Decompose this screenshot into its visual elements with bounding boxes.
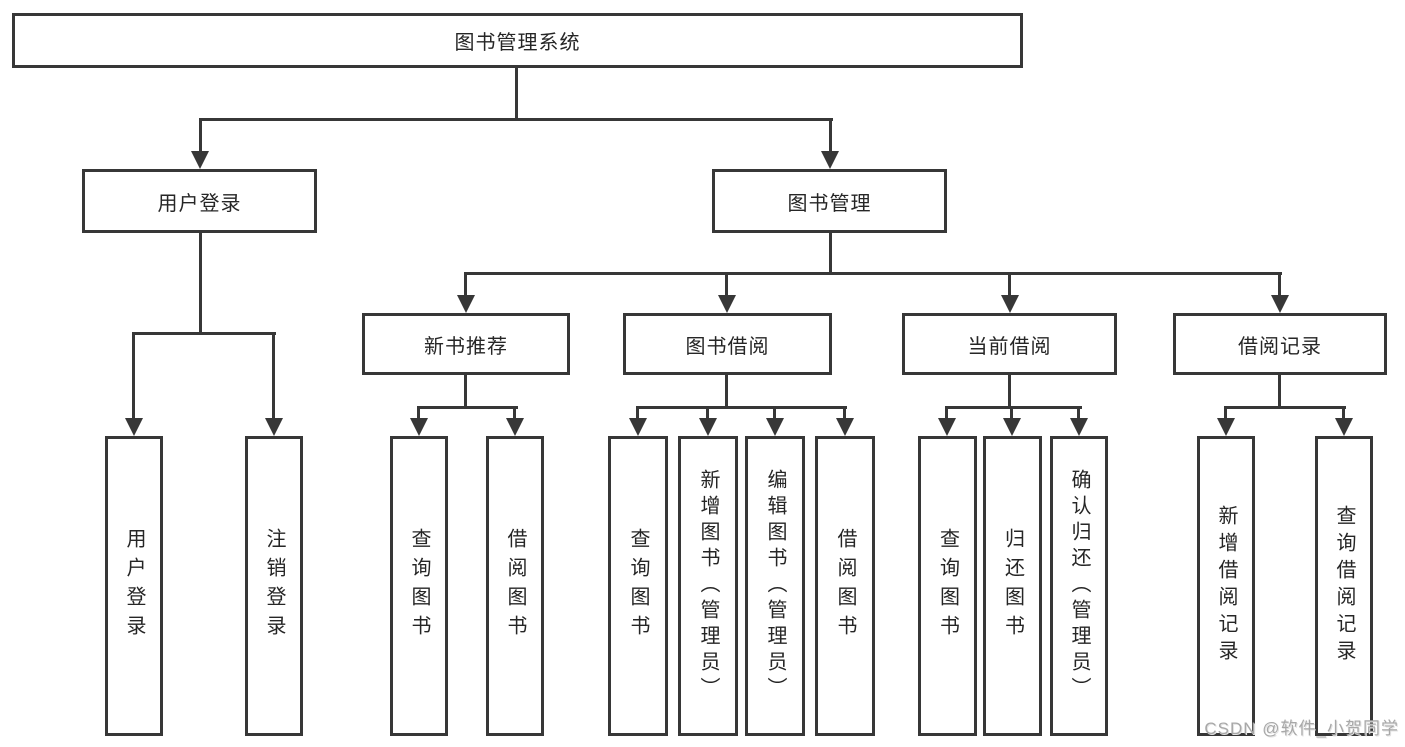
leaf-borrow-books-recommend: 借阅图书 (486, 436, 544, 736)
node-root: 图书管理系统 (12, 13, 1023, 68)
node-user-login-label: 用户登录 (157, 192, 242, 215)
node-new-book-recommend: 新书推荐 (362, 313, 570, 375)
node-current-borrowing-label: 当前借阅 (967, 335, 1052, 358)
leaf-add-book-admin: 新增图书（管理员） (678, 436, 738, 736)
arrow-down-icon (1070, 418, 1088, 436)
connector-line (1278, 272, 1281, 298)
connector-line (464, 272, 1282, 275)
connector-line (1008, 375, 1011, 409)
connector-line (945, 406, 948, 422)
arrow-down-icon (1217, 418, 1235, 436)
arrow-down-icon (125, 418, 143, 436)
arrow-down-icon (191, 151, 209, 169)
arrow-down-icon (938, 418, 956, 436)
arrow-down-icon (457, 295, 475, 313)
arrow-down-icon (265, 418, 283, 436)
leaf-borrow-books-recommend-label: 借阅图书 (504, 528, 526, 644)
arrow-down-icon (1003, 418, 1021, 436)
leaf-query-borrow-record: 查询借阅记录 (1315, 436, 1373, 736)
leaf-borrow-books: 借阅图书 (815, 436, 875, 736)
connector-line (1224, 406, 1346, 409)
arrow-down-icon (1271, 295, 1289, 313)
arrow-down-icon (1001, 295, 1019, 313)
connector-line (1008, 272, 1011, 298)
connector-line (706, 406, 709, 422)
leaf-confirm-return-admin-label: 确认归还（管理员） (1068, 469, 1090, 703)
arrow-down-icon (821, 151, 839, 169)
arrow-down-icon (410, 418, 428, 436)
leaf-user-login: 用户登录 (105, 436, 163, 736)
leaf-edit-book-admin: 编辑图书（管理员） (745, 436, 805, 736)
leaf-add-book-admin-label: 新增图书（管理员） (697, 469, 719, 703)
arrow-down-icon (1335, 418, 1353, 436)
connector-line (1224, 406, 1227, 422)
node-book-management: 图书管理 (712, 169, 947, 233)
leaf-query-books-current: 查询图书 (918, 436, 977, 736)
leaf-edit-book-admin-label: 编辑图书（管理员） (764, 469, 786, 703)
watermark: CSDN @软件_小贺同学 (1204, 719, 1399, 738)
connector-line (464, 272, 467, 298)
leaf-query-books-recommend-label: 查询图书 (408, 528, 430, 644)
leaf-add-borrow-record-label: 新增借阅记录 (1215, 505, 1237, 667)
connector-line (199, 118, 202, 154)
connector-line (829, 118, 832, 154)
connector-line (515, 68, 518, 120)
leaf-query-borrow-record-label: 查询借阅记录 (1333, 505, 1355, 667)
node-book-borrowing-label: 图书借阅 (685, 335, 770, 358)
leaf-add-borrow-record: 新增借阅记录 (1197, 436, 1255, 736)
leaf-confirm-return-admin: 确认归还（管理员） (1050, 436, 1108, 736)
node-current-borrowing: 当前借阅 (902, 313, 1117, 375)
connector-line (1010, 406, 1013, 422)
leaf-query-books-current-label: 查询图书 (936, 528, 959, 644)
leaf-query-books-recommend: 查询图书 (390, 436, 448, 736)
connector-line (199, 233, 202, 335)
connector-line (636, 406, 847, 409)
arrow-down-icon (699, 418, 717, 436)
connector-line (513, 406, 516, 422)
node-book-borrowing: 图书借阅 (623, 313, 832, 375)
node-book-management-label: 图书管理 (787, 192, 872, 215)
leaf-user-login-label: 用户登录 (123, 528, 145, 644)
arrow-down-icon (629, 418, 647, 436)
arrow-down-icon (766, 418, 784, 436)
node-borrow-records: 借阅记录 (1173, 313, 1387, 375)
node-root-label: 图书管理系统 (454, 32, 581, 54)
leaf-return-books: 归还图书 (983, 436, 1042, 736)
connector-line (773, 406, 776, 422)
leaf-return-books-label: 归还图书 (1001, 528, 1024, 644)
connector-line (843, 406, 846, 422)
connector-line (829, 233, 832, 275)
connector-line (1278, 375, 1281, 409)
leaf-borrow-books-label: 借阅图书 (834, 528, 856, 644)
leaf-query-books-borrowing-label: 查询图书 (627, 528, 649, 644)
connector-line (199, 118, 833, 121)
connector-line (132, 332, 135, 422)
connector-line (272, 332, 275, 422)
connector-line (464, 375, 467, 409)
arrow-down-icon (718, 295, 736, 313)
connector-line (417, 406, 518, 409)
connector-line (1077, 406, 1080, 422)
node-new-book-recommend-label: 新书推荐 (424, 335, 508, 358)
connector-line (725, 375, 728, 409)
connector-line (725, 272, 728, 298)
node-borrow-records-label: 借阅记录 (1238, 335, 1322, 358)
connector-line (132, 332, 276, 335)
leaf-logout: 注销登录 (245, 436, 303, 736)
node-user-login: 用户登录 (82, 169, 317, 233)
connector-line (636, 406, 639, 422)
arrow-down-icon (836, 418, 854, 436)
connector-line (945, 406, 1082, 409)
connector-line (417, 406, 420, 422)
connector-line (1342, 406, 1345, 422)
leaf-logout-label: 注销登录 (263, 528, 285, 644)
arrow-down-icon (506, 418, 524, 436)
leaf-query-books-borrowing: 查询图书 (608, 436, 668, 736)
